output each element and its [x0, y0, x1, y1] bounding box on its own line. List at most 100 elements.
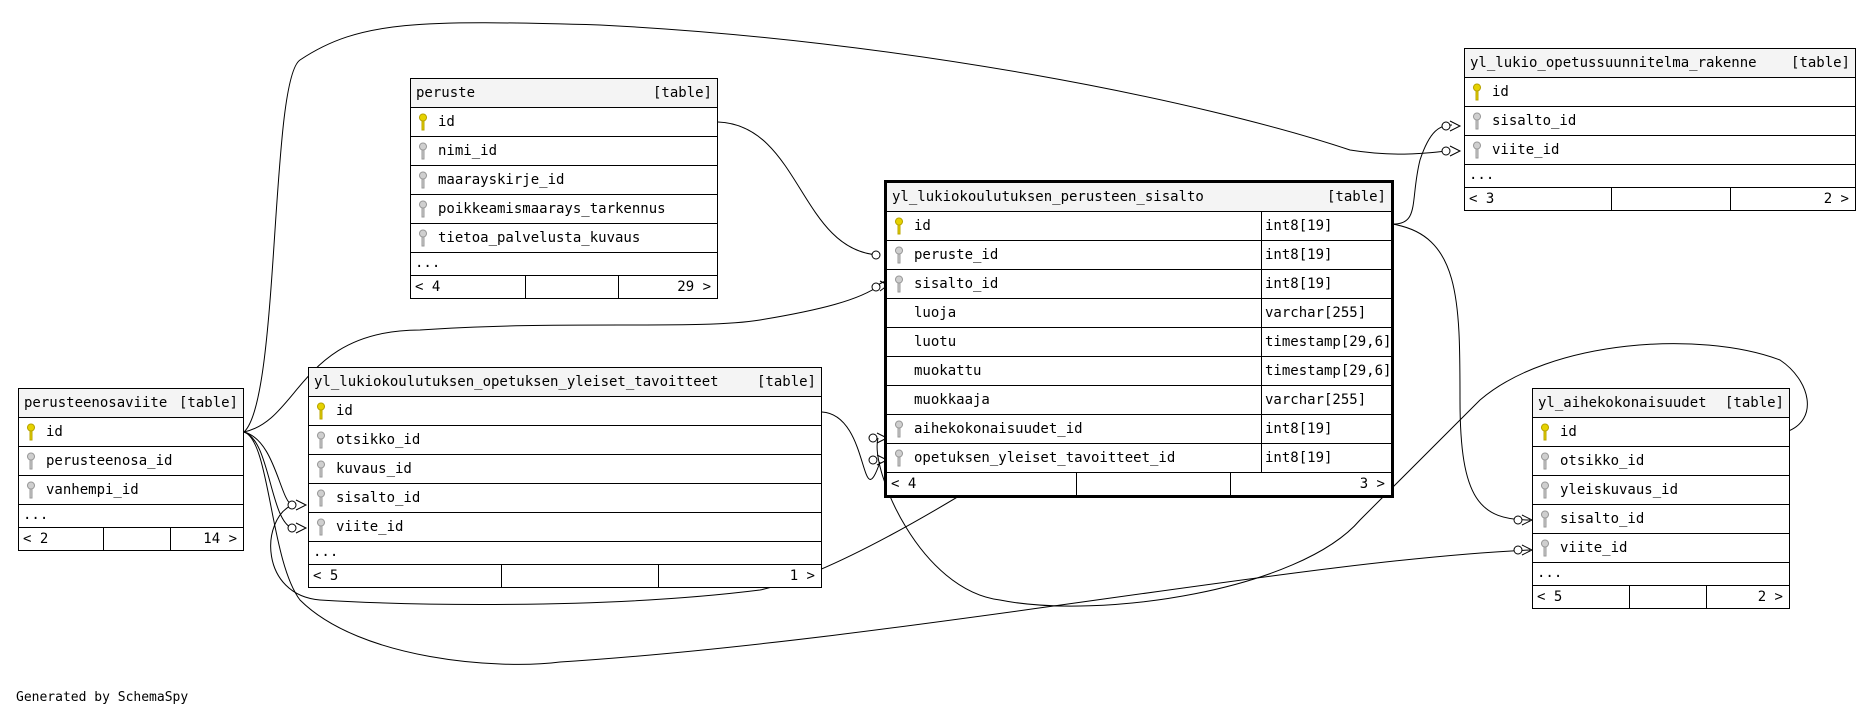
column-name: aihekokonaisuudet_id — [914, 421, 1083, 437]
children-count[interactable]: 1 > — [789, 568, 815, 584]
table-name: perusteenosaviite — [24, 395, 168, 411]
table-opetuksen-yleiset-tavoitteet[interactable]: yl_lukiokoulutuksen_opetuksen_yleiset_ta… — [308, 367, 822, 588]
column-row[interactable]: otsikko_id — [1533, 447, 1789, 476]
column-row[interactable]: poikkeamismaarays_tarkennus — [411, 195, 717, 224]
column-name: muokkaaja — [914, 392, 990, 408]
footer-spacer — [1612, 188, 1731, 210]
column-row[interactable]: viite_id — [1465, 136, 1855, 165]
column-name: opetuksen_yleiset_tavoitteet_id — [914, 450, 1176, 466]
table-name: peruste — [416, 85, 476, 101]
column-name: perusteenosa_id — [46, 453, 173, 469]
column-row[interactable]: id — [1465, 78, 1855, 107]
children-count[interactable]: 2 > — [1757, 589, 1783, 605]
children-count[interactable]: 3 > — [1359, 476, 1385, 492]
column-row[interactable]: viite_id — [309, 513, 821, 542]
foreign-key-icon — [414, 171, 432, 189]
table-footer: < 5 2 > — [1533, 586, 1789, 608]
column-name: sisalto_id — [1560, 511, 1645, 527]
parents-count[interactable]: < 3 — [1465, 188, 1612, 210]
column-name: kuvaus_id — [336, 461, 412, 477]
table-header: peruste [table] — [411, 79, 717, 108]
relation-viite-to-tavoitteet-sisalto — [243, 431, 293, 506]
column-row[interactable]: yleiskuvaus_id — [1533, 476, 1789, 505]
parents-count[interactable]: < 5 — [1533, 586, 1630, 608]
column-name: poikkeamismaarays_tarkennus — [438, 201, 666, 217]
footer-spacer — [526, 276, 620, 298]
parents-count[interactable]: < 4 — [411, 276, 527, 298]
column-row[interactable]: tietoa_palvelusta_kuvaus — [411, 224, 717, 253]
parents-count[interactable]: < 4 — [887, 473, 1077, 495]
column-row[interactable]: opetuksen_yleiset_tavoitteet_id int8[19] — [887, 444, 1391, 473]
relation-viite-to-tavoitteet-viite — [243, 431, 293, 529]
column-row[interactable]: maarayskirje_id — [411, 166, 717, 195]
column-row[interactable]: kuvaus_id — [309, 455, 821, 484]
relation-sisalto-to-aihe-sisalto — [1391, 223, 1531, 521]
children-count[interactable]: 29 > — [677, 279, 711, 295]
footer-spacer — [1077, 473, 1232, 495]
table-opetussuunnitelma-rakenne[interactable]: yl_lukio_opetussuunnitelma_rakenne [tabl… — [1464, 48, 1856, 211]
foreign-key-icon — [1536, 481, 1554, 499]
column-type: int8[19] — [1261, 212, 1391, 240]
column-name: tietoa_palvelusta_kuvaus — [438, 230, 641, 246]
primary-key-icon — [312, 402, 330, 420]
table-perusteen-sisalto[interactable]: yl_lukiokoulutuksen_perusteen_sisalto [t… — [884, 180, 1394, 498]
column-type: varchar[255] — [1261, 299, 1391, 327]
table-name: yl_lukiokoulutuksen_opetuksen_yleiset_ta… — [314, 374, 719, 390]
column-row[interactable]: nimi_id — [411, 137, 717, 166]
foreign-key-icon — [312, 460, 330, 478]
column-row[interactable]: sisalto_id — [1465, 107, 1855, 136]
column-name: id — [438, 114, 455, 130]
table-kind: [table] — [1724, 395, 1784, 411]
table-kind: [table] — [652, 85, 712, 101]
column-type: int8[19] — [1261, 444, 1391, 472]
column-row[interactable]: sisalto_id — [1533, 505, 1789, 534]
primary-key-icon — [890, 217, 908, 235]
column-name: id — [46, 424, 63, 440]
column-name: otsikko_id — [1560, 453, 1645, 469]
column-type: timestamp[29,6] — [1261, 357, 1391, 385]
column-name: viite_id — [336, 519, 404, 535]
column-row[interactable]: perusteenosa_id — [19, 447, 243, 476]
column-row[interactable]: id — [309, 397, 821, 426]
relation-aihe-to-sisalto — [876, 343, 1808, 607]
column-row[interactable]: viite_id — [1533, 534, 1789, 563]
table-perusteenosaviite[interactable]: perusteenosaviite [table] id perusteenosa… — [18, 388, 244, 551]
column-name: viite_id — [1560, 540, 1628, 556]
column-name: sisalto_id — [336, 490, 421, 506]
column-name: maarayskirje_id — [438, 172, 565, 188]
footer-spacer — [1630, 586, 1707, 608]
footer-spacer — [502, 565, 659, 587]
table-footer: < 5 1 > — [309, 565, 821, 587]
column-row[interactable]: id — [411, 108, 717, 137]
children-count[interactable]: 2 > — [1823, 191, 1849, 207]
foreign-key-icon — [1536, 539, 1554, 557]
children-count[interactable]: 14 > — [203, 531, 237, 547]
foreign-key-icon — [414, 229, 432, 247]
parents-count[interactable]: < 2 — [19, 528, 104, 550]
table-kind: [table] — [178, 395, 238, 411]
more-columns: ... — [19, 505, 243, 528]
column-row[interactable]: sisalto_id — [309, 484, 821, 513]
column-row[interactable]: id — [1533, 418, 1789, 447]
table-footer: < 2 14 > — [19, 528, 243, 550]
foreign-key-icon — [414, 142, 432, 160]
foreign-key-icon — [890, 246, 908, 264]
column-row[interactable]: otsikko_id — [309, 426, 821, 455]
table-kind: [table] — [1790, 55, 1850, 71]
more-columns: ... — [411, 253, 717, 276]
column-row[interactable]: vanhempi_id — [19, 476, 243, 505]
column-name: vanhempi_id — [46, 482, 139, 498]
column-row[interactable]: id — [19, 418, 243, 447]
parents-count[interactable]: < 5 — [309, 565, 502, 587]
relation-sisalto-to-rakenne — [1391, 124, 1453, 225]
table-peruste[interactable]: peruste [table] id nimi_id maarayskirje_id… — [410, 78, 718, 299]
